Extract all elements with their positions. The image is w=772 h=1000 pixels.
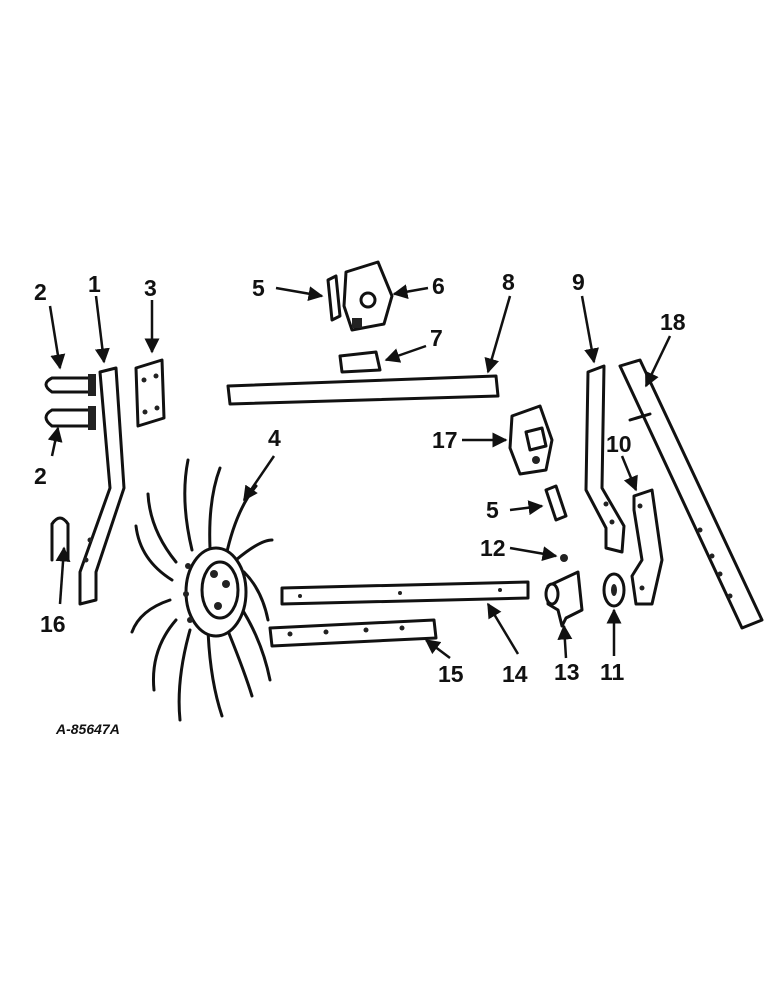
right-shank bbox=[584, 364, 626, 554]
nut bbox=[560, 554, 568, 562]
callout-14: 14 bbox=[502, 661, 528, 687]
figure-id: A-85647A bbox=[55, 721, 120, 737]
callout-8: 8 bbox=[502, 269, 515, 295]
callout-2-upper: 2 bbox=[34, 279, 47, 305]
callout-18: 18 bbox=[660, 309, 686, 335]
clamp-plate bbox=[134, 358, 166, 428]
u-bolt-upper bbox=[44, 374, 96, 396]
callout-13: 13 bbox=[554, 659, 580, 685]
callout-4: 4 bbox=[268, 425, 281, 451]
callout-3: 3 bbox=[144, 275, 157, 301]
washer bbox=[602, 572, 626, 608]
callout-5-upper: 5 bbox=[252, 275, 265, 301]
callout-7: 7 bbox=[430, 325, 443, 351]
callout-10: 10 bbox=[606, 431, 632, 457]
rotary-hoe-wheel bbox=[130, 458, 274, 722]
callout-labels: 2 1 3 2 16 4 5 6 7 8 17 5 9 18 10 12 13 … bbox=[34, 269, 686, 687]
mounting-bracket bbox=[630, 488, 664, 606]
callout-11: 11 bbox=[600, 659, 625, 685]
key-upper bbox=[326, 274, 342, 322]
u-clip bbox=[50, 516, 70, 562]
key-lower bbox=[544, 484, 568, 522]
square-tube bbox=[618, 358, 764, 630]
callout-2-lower: 2 bbox=[34, 463, 47, 489]
axle-tube bbox=[268, 618, 438, 648]
callout-17: 17 bbox=[432, 427, 458, 453]
left-shank bbox=[78, 366, 126, 606]
callout-12: 12 bbox=[480, 535, 506, 561]
callout-15: 15 bbox=[438, 661, 464, 687]
toolbar-bar bbox=[226, 374, 500, 406]
clamp-block-lower bbox=[508, 404, 554, 476]
hub-bearing bbox=[544, 570, 584, 628]
callout-1: 1 bbox=[88, 271, 101, 297]
callout-5-lower: 5 bbox=[486, 497, 499, 523]
leader-lines bbox=[47, 284, 672, 659]
clamp-block-upper bbox=[342, 260, 394, 332]
callout-6: 6 bbox=[432, 273, 445, 299]
callout-9: 9 bbox=[572, 269, 585, 295]
u-bolt-lower bbox=[44, 406, 96, 430]
axle-bar bbox=[280, 580, 530, 606]
wedge bbox=[338, 350, 382, 374]
callout-16: 16 bbox=[40, 611, 66, 637]
